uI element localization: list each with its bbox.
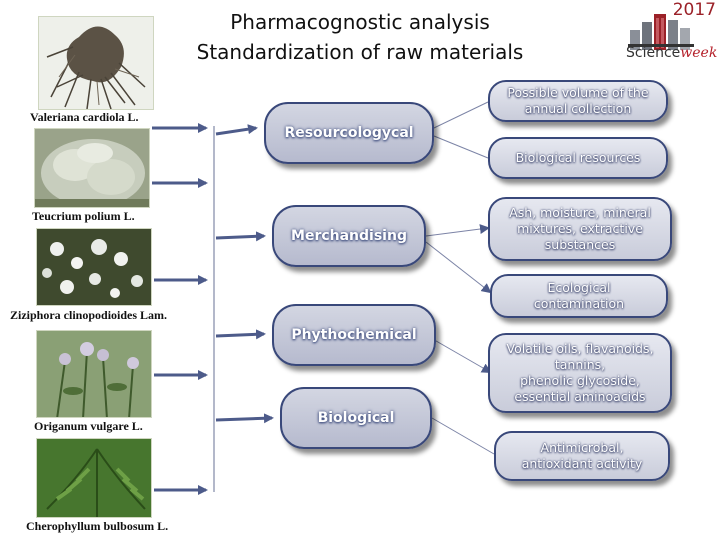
outcome-text: Volatile oils, flavanoids, bbox=[506, 341, 654, 356]
outcome-text: essential aminoacids bbox=[514, 389, 646, 404]
building-icon bbox=[628, 14, 694, 50]
category-resourcologycal: Resourcologycal bbox=[264, 102, 434, 164]
outcome-text: tannins, bbox=[554, 357, 606, 372]
plant-caption: Valeriana cardiola L. bbox=[30, 110, 139, 124]
outcome-text: Biological resources bbox=[515, 150, 641, 165]
plant-caption: Teucrium polium L. bbox=[32, 209, 135, 223]
logo-year: 2017 bbox=[672, 0, 716, 20]
outcome-text: annual collection bbox=[524, 101, 632, 116]
outcome-text: mixtures, extractive bbox=[517, 221, 643, 236]
outcome-text: phenolic glycoside, bbox=[520, 373, 640, 388]
category-biological: Biological bbox=[280, 387, 432, 449]
title-line-1: Pharmacognostic analysis bbox=[230, 10, 490, 34]
outcome-text: Ecological bbox=[547, 280, 611, 295]
science-week-logo: 2017 Scienceweek bbox=[622, 0, 720, 70]
plant-caption: Origanum vulgare L. bbox=[34, 419, 143, 433]
title-line-2: Standardization of raw materials bbox=[196, 40, 524, 64]
category-phythochemical: Phythochemical bbox=[272, 304, 436, 366]
outcome-text: contamination bbox=[533, 296, 625, 311]
outcome-text: Possible volume of the bbox=[507, 85, 649, 100]
outcome-antimicrobal: Antimicrobal,antioxidant activity bbox=[494, 431, 670, 481]
plant-caption: Cherophyllum bulbosum L. bbox=[26, 519, 169, 533]
plant-photo-teucrium bbox=[34, 128, 150, 208]
outcome-volatile-oils: Volatile oils, flavanoids,tannins,phenol… bbox=[488, 333, 672, 413]
category-merchandising: Merchandising bbox=[272, 205, 426, 267]
outcome-text: Ash, moisture, mineral bbox=[509, 205, 651, 220]
logo-wordmark: Scienceweek bbox=[626, 45, 717, 61]
shrub-image bbox=[35, 139, 149, 207]
plant-caption: Ziziphora clinopodioides Lam. bbox=[10, 308, 168, 322]
roots-image bbox=[46, 26, 146, 109]
outcome-text: Antimicrobal, bbox=[540, 440, 624, 455]
logo-word-science: Science bbox=[626, 45, 681, 61]
flowering-plant-image bbox=[37, 229, 151, 305]
outcome-biological-resources: Biological resources bbox=[488, 137, 668, 179]
plant-photo-origanum bbox=[36, 330, 152, 418]
plant-photo-cherophyllum bbox=[36, 438, 152, 518]
logo-word-week: week bbox=[680, 45, 718, 61]
plant-photo-ziziphora bbox=[36, 228, 152, 306]
herb-image bbox=[37, 331, 151, 417]
fern-leaf-image bbox=[37, 439, 151, 517]
outcome-text: antioxidant activity bbox=[521, 456, 643, 471]
plant-photo-valeriana bbox=[38, 16, 154, 110]
outcome-text: substances bbox=[544, 237, 616, 252]
